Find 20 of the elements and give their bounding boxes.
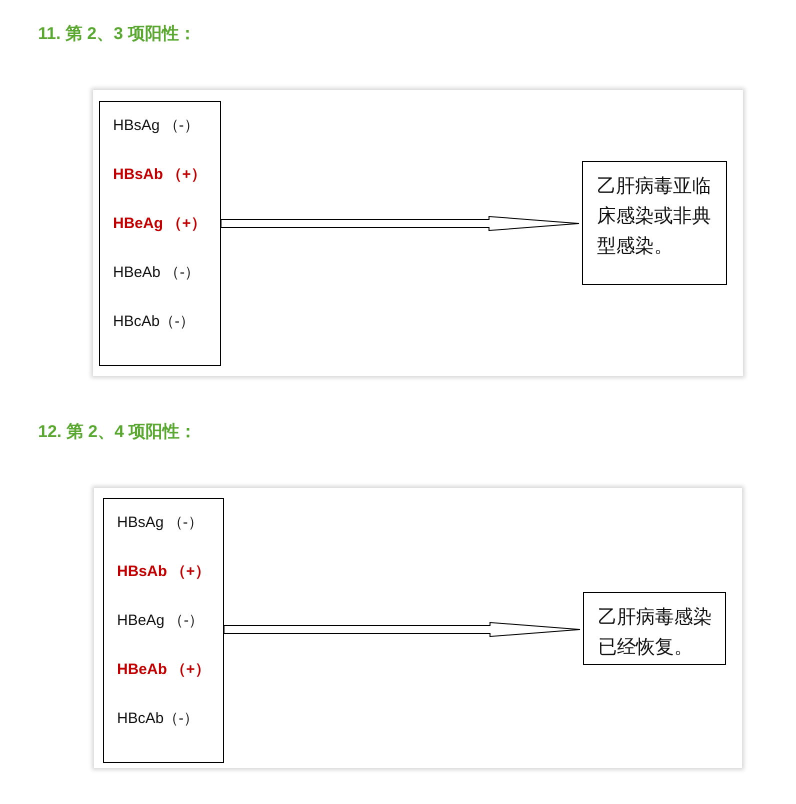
text-box: [103, 498, 224, 763]
marker-text: HBcAb（-）: [113, 312, 195, 331]
marker-text: HBsAg （-）: [117, 513, 203, 532]
hollow-arrow: [220, 216, 580, 232]
section-heading: 12. 第 2、4 项阳性：: [38, 421, 197, 443]
marker-text: HBeAg （-）: [117, 611, 204, 630]
positive-marker-text: HBsAb （+）: [113, 165, 206, 184]
marker-text: HBsAg （-）: [113, 116, 199, 135]
result-text: 乙肝病毒亚临床感染或非典型感染。: [597, 175, 712, 259]
text-box: [99, 101, 221, 366]
marker-text: HBeAb （-）: [113, 263, 200, 282]
positive-marker-text: HBsAb （+）: [117, 562, 210, 581]
result-text: 乙肝病毒感染已经恢复。: [598, 606, 713, 660]
hollow-arrow: [224, 622, 580, 638]
text-box: [582, 161, 727, 285]
text-box: [583, 592, 726, 665]
section-heading: 11. 第 2、3 项阳性：: [38, 23, 196, 45]
positive-marker-text: HBeAg （+）: [113, 214, 206, 233]
marker-text: HBcAb（-）: [117, 709, 199, 728]
positive-marker-text: HBeAb （+）: [117, 660, 210, 679]
